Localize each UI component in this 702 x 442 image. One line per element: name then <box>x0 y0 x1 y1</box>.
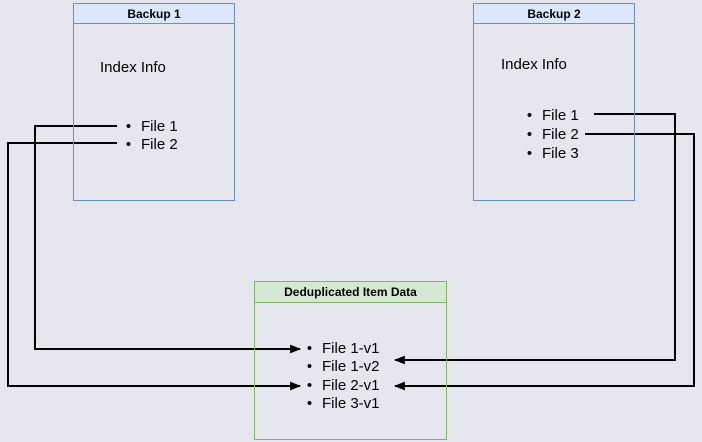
dedup-title: Deduplicated Item Data <box>255 282 446 303</box>
bullet-icon <box>526 108 533 123</box>
deduplicated-item-data-box: Deduplicated Item Data File 1-v1 File 1-… <box>254 281 447 440</box>
dedup-item: File 3-v1 <box>306 395 380 414</box>
backup2-file-item: File 2 <box>526 125 579 144</box>
backup1-file-item: File 1 <box>125 118 178 136</box>
backup1-file-label: File 2 <box>141 135 178 153</box>
backup2-file-label: File 1 <box>542 107 579 124</box>
backup2-file-label: File 2 <box>542 126 579 143</box>
bullet-icon <box>526 146 533 161</box>
dedup-item-label: File 3-v1 <box>322 395 380 413</box>
backup1-file-list: File 1 File 2 <box>125 118 178 153</box>
backup1-box: Backup 1 Index Info File 1 File 2 <box>73 3 235 201</box>
dedup-item: File 1-v2 <box>306 358 380 377</box>
bullet-icon <box>125 137 132 152</box>
bullet-icon <box>526 127 533 142</box>
bullet-icon <box>306 341 313 356</box>
dedup-item-label: File 1-v2 <box>322 358 380 376</box>
backup2-box: Backup 2 Index Info File 1 File 2 File 3 <box>473 3 635 201</box>
backup2-file-item: File 3 <box>526 144 579 163</box>
backup1-title: Backup 1 <box>74 4 234 24</box>
dedup-item: File 1-v1 <box>306 339 380 358</box>
backup2-file-list: File 1 File 2 File 3 <box>526 106 579 163</box>
dedup-item: File 2-v1 <box>306 376 380 395</box>
backup1-file-label: File 1 <box>141 118 178 136</box>
dedup-item-list: File 1-v1 File 1-v2 File 2-v1 File 3-v1 <box>306 339 380 413</box>
bullet-icon <box>306 359 313 374</box>
backup2-file-item: File 1 <box>526 106 579 125</box>
backup1-file-item: File 2 <box>125 136 178 154</box>
backup2-file-label: File 3 <box>542 145 579 162</box>
dedup-item-label: File 2-v1 <box>322 376 380 394</box>
bullet-icon <box>306 378 313 393</box>
backup1-index-info-label: Index Info <box>100 59 166 76</box>
backup2-index-info-label: Index Info <box>501 56 567 73</box>
bullet-icon <box>125 119 132 134</box>
bullet-icon <box>306 396 313 411</box>
backup2-title: Backup 2 <box>474 4 634 24</box>
dedup-item-label: File 1-v1 <box>322 339 380 357</box>
